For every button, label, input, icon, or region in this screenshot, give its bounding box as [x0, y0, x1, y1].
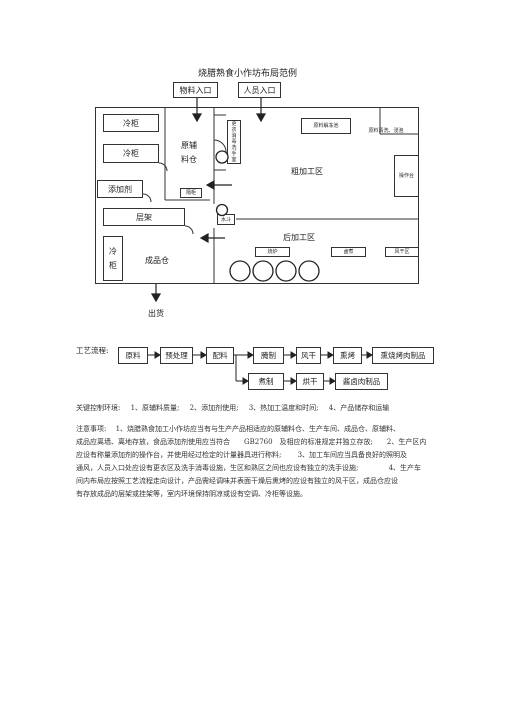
room-raw-equipment: 原料清洗、浸泡	[361, 120, 411, 142]
flow-step: 原料	[118, 347, 148, 364]
notes-line: 有存放成品的层架或挂架等，室内环境保持阴凉或设有空调、冷柜等设施。	[76, 490, 307, 498]
control-item: 4、产品储存和运输	[328, 404, 390, 412]
boil-station: 卤煮	[331, 247, 366, 257]
dry-area-label: 风干区	[394, 249, 410, 255]
room-cold-vertical: 冷柜	[103, 236, 123, 281]
staff-entrance-label: 人员入口	[243, 85, 276, 95]
flow-step: 熏烧烤肉制品	[372, 347, 434, 364]
room-additive-label: 添加剂	[108, 184, 132, 194]
flow-step: 风干	[296, 347, 321, 364]
control-item: 1、原辅料质量;	[130, 404, 180, 412]
control-item: 3、热加工温度和时间;	[248, 404, 319, 412]
room-cold-cabinet-2: 冷柜	[103, 144, 159, 163]
flow-step-label: 原料	[125, 351, 141, 360]
notes-block: 注意事项: 1、烧腊熟食加工小作坊应当有与生产产品相适应的原辅料仓、生产车间、成…	[76, 423, 436, 501]
roast-small-label: 烧炉	[267, 249, 278, 255]
flow-step: 预处理	[160, 347, 193, 364]
control-item: 2、添加剂使用;	[189, 404, 239, 412]
room-aux-warehouse: 原辅料仓	[170, 135, 208, 171]
room-cold-cabinet-2-label: 冷柜	[123, 149, 139, 158]
work-table: 操作台	[394, 155, 419, 197]
room-fine-area-label: 后加工区	[283, 233, 315, 242]
room-cold-cabinet-1-label: 冷柜	[123, 118, 139, 128]
room-additive: 添加剂	[97, 180, 143, 198]
flow-step: 酱卤肉制品	[335, 373, 388, 390]
room-rough-area-label: 粗加工区	[291, 167, 323, 176]
room-shelf-label: 层架	[136, 212, 152, 222]
flow-step-label: 烘干	[302, 377, 318, 386]
room-disinfect: 更衣消毒洗手室	[227, 120, 241, 164]
process-label: 工艺流程:	[76, 346, 109, 355]
control-line: 关键控制环境: 1、原辅料质量; 2、添加剂使用; 3、热加工温度和时间; 4、…	[76, 402, 389, 415]
flow-step-label: 腌制	[261, 351, 276, 360]
control-label: 关键控制环境:	[76, 404, 121, 412]
material-entrance: 物料入口	[173, 82, 218, 98]
notes-line: 应设有称量添加剂的操作台，并使用经过检定的计量器具进行称料; 3、加工车间应当具…	[76, 451, 408, 459]
room-disinfect-label: 更衣消毒洗手室	[231, 121, 237, 163]
page-title: 烧腊熟食小作坊布局范例	[198, 69, 298, 79]
sink-left-label: 隔柜	[185, 190, 196, 196]
room-raw-pool: 原料解冻池	[301, 118, 351, 134]
flow-step: 煮制	[248, 373, 284, 390]
flow-step-label: 预处理	[165, 351, 188, 360]
flow-step-label: 熏烧烤肉制品	[380, 351, 426, 360]
dry-area: 风干区	[385, 247, 419, 257]
flow-step-label: 配料	[212, 351, 228, 360]
room-shelf: 层架	[103, 208, 185, 226]
notes-line: 注意事项: 1、烧腊熟食加工小作坊应当有与生产产品相适应的原辅料仓、生产车间、成…	[76, 425, 401, 433]
sink-small-label: 水斗	[220, 216, 231, 223]
roast-small: 烧炉	[255, 247, 290, 257]
flow-step-label: 煮制	[258, 377, 274, 386]
notes-line: 通风，人员入口处应设有更衣区及洗手消毒设施，生区和熟区之间也应设有独立的洗手设施…	[76, 464, 422, 472]
flow-step: 熏烤	[333, 347, 362, 364]
boil-station-label: 卤煮	[343, 249, 354, 255]
room-product-store-label: 成品仓	[145, 256, 169, 265]
flow-step-label: 风干	[301, 351, 316, 360]
room-aux-warehouse-label: 原辅料仓	[181, 141, 197, 164]
room-cold-vertical-label: 冷柜	[109, 246, 117, 270]
room-raw-pool-label: 原料解冻池	[313, 123, 339, 129]
flow-step-label: 酱卤肉制品	[342, 377, 381, 386]
notes-line: 间内布局应按照工艺流程走向设计，产品需经调味并表面干燥后熏烤的应设有独立的风干区…	[76, 477, 398, 485]
notes-line: 成品应离墙、离地存放，食品添加剂使用应当符合 GB2760 及相应的标准规定并独…	[76, 438, 427, 446]
flow-step-label: 熏烤	[340, 351, 355, 360]
flow-step: 腌制	[253, 347, 284, 364]
staff-entrance: 人员入口	[238, 82, 281, 98]
room-raw-equipment-label: 原料清洗、浸泡	[368, 128, 404, 134]
flow-step: 烘干	[296, 373, 324, 390]
flow-step: 配料	[206, 347, 234, 364]
exit-label: 出货	[148, 309, 164, 318]
sink-left: 隔柜	[180, 188, 202, 198]
work-table-label: 操作台	[398, 173, 414, 179]
material-entrance-label: 物料入口	[179, 85, 212, 95]
room-cold-cabinet-1: 冷柜	[103, 114, 159, 132]
